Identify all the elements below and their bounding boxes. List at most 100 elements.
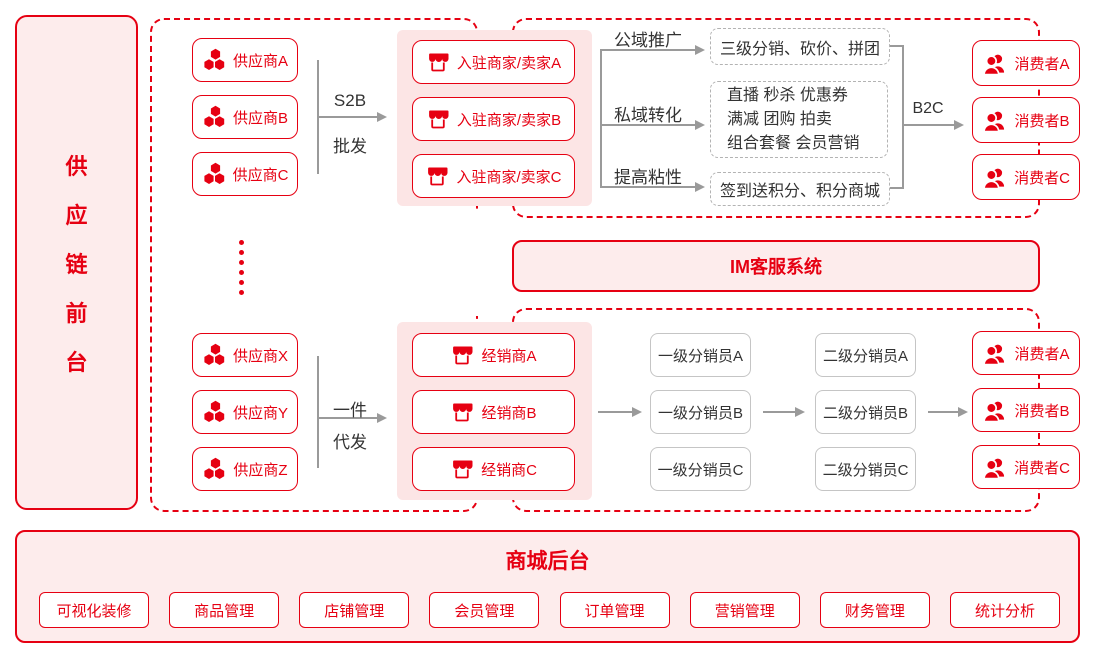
consumer-a-node: 消费者A [972,40,1080,86]
consumer-b-node: 消费者B [972,97,1080,143]
supplier-label: 供应商B [232,109,288,127]
dealer-label: 经销商B [481,404,537,422]
branch-arrowhead [695,182,705,192]
supplier-icon [204,457,225,479]
supplier-z-node: 供应商Z [192,447,298,491]
consumer-label: 消费者B [1014,402,1070,420]
supplier-c-node: 供应商C [192,152,298,196]
backend-title: 商城后台 [505,550,590,573]
consumer-label: 消费者C [1014,459,1070,477]
branch-arrow-line [600,124,695,126]
merchant-label: 入驻商家/卖家A [456,54,562,72]
consumer-c-node: 消费者C [972,154,1080,200]
merchant-b-node: 入驻商家/卖家B [412,97,575,141]
strategy-line: 直播 秒杀 优惠券 [727,86,848,104]
bracket-line [317,356,319,468]
backend-item-finance-mgmt: 财务管理 [819,592,930,628]
supplier-a-node: 供应商A [192,38,298,82]
supplier-icon [204,400,225,422]
store-icon [427,109,450,129]
dealer-b-node: 经销商B [412,390,575,434]
dealer-label: 经销商A [481,347,537,365]
flow-arrowhead [795,407,805,417]
wholesale-label: 批发 [333,137,367,156]
backend-items-row: 可视化装修 商品管理 店铺管理 会员管理 订单管理 营销管理 财务管理 统计分析 [39,592,1060,628]
b2c-arrowhead [954,120,964,130]
connector-line [890,45,904,47]
sidebar-char: 前 [65,300,88,326]
supplier-label: 供应商Y [232,404,288,422]
backend-item-statistics: 统计分析 [949,592,1060,628]
b2c-arrow-line [902,124,954,126]
dealer-a-node: 经销商A [412,333,575,377]
ellipsis-dot [239,290,244,295]
merchant-label: 入驻商家/卖家C [456,168,562,186]
connector-line [890,187,904,189]
ellipsis-dot [239,240,244,245]
dropship-arrow-line [317,417,377,419]
supplier-icon [203,162,224,184]
flow-arrowhead [958,407,968,417]
level2-distributor-a-node: 二级分销员A [815,333,916,377]
supplier-label: 供应商A [232,52,288,70]
strategy-line: 满减 团购 拍卖 [727,110,832,128]
branch-arrow-line [600,186,695,188]
mall-backend-panel: 商城后台 可视化装修 商品管理 店铺管理 会员管理 订单管理 营销管理 财务管理… [15,530,1080,643]
flow-arrow-line [598,411,632,413]
level2-distributor-c-node: 二级分销员C [815,447,916,491]
sidebar-char: 链 [65,251,88,277]
strategy-box-conversion: 直播 秒杀 优惠券 满减 团购 拍卖 组合套餐 会员营销 [710,81,888,158]
store-icon [452,402,474,422]
consumer-label: 消费者B [1014,112,1070,130]
dropship-label-1: 一件 [333,401,367,420]
consumer-label: 消费者A [1014,55,1070,73]
consumers-icon [983,457,1005,479]
supplier-label: 供应商X [232,347,288,365]
private-domain-label: 私域转化 [614,106,682,125]
supplier-y-node: 供应商Y [192,390,298,434]
branch-arrowhead [695,120,705,130]
strategy-box-points: 签到送积分、积分商城 [710,172,890,206]
backend-item-order-mgmt: 订单管理 [559,592,670,628]
strategy-line: 组合套餐 会员营销 [727,134,860,152]
consumers-icon [983,53,1006,75]
flow-arrowhead [632,407,642,417]
strategy-box-distribution: 三级分销、砍价、拼团 [710,28,890,65]
consumers-icon [983,400,1006,422]
merchant-c-node: 入驻商家/卖家C [412,154,575,198]
dealer-label: 经销商C [481,461,537,479]
branch-arrowhead [695,45,705,55]
consumers-icon [983,167,1005,189]
backend-item-member-mgmt: 会员管理 [429,592,540,628]
supplier-icon [204,48,225,70]
s2b-arrow-line [317,116,377,118]
flow-arrow-line [763,411,795,413]
ellipsis-dot [239,280,244,285]
public-domain-label: 公域推广 [614,31,682,50]
level2-distributor-b-node: 二级分销员B [815,390,916,434]
s2b-arrowhead [377,112,387,122]
consumer-c-node: 消费者C [972,445,1080,489]
store-icon [452,345,474,365]
backend-item-product-mgmt: 商品管理 [169,592,280,628]
sidebar-char: 台 [65,349,88,375]
b2c-label: B2C [912,100,944,117]
flow-arrow-line [928,411,958,413]
ellipsis-dot [239,250,244,255]
supplier-label: 供应商C [232,166,289,184]
dropship-label-2: 代发 [333,433,367,452]
dealer-c-node: 经销商C [412,447,575,491]
branch-arrow-line [600,49,695,51]
level1-distributor-c-node: 一级分销员C [650,447,751,491]
consumer-label: 消费者C [1014,169,1070,187]
sidebar-char: 应 [65,202,88,228]
supplier-icon [204,343,225,365]
backend-item-shop-mgmt: 店铺管理 [299,592,410,628]
branch-line [600,49,602,187]
ellipsis-dot [239,270,244,275]
store-icon [427,166,449,186]
s2b-label: S2B [333,91,367,110]
supplier-icon [204,105,225,127]
consumers-icon [983,110,1006,132]
